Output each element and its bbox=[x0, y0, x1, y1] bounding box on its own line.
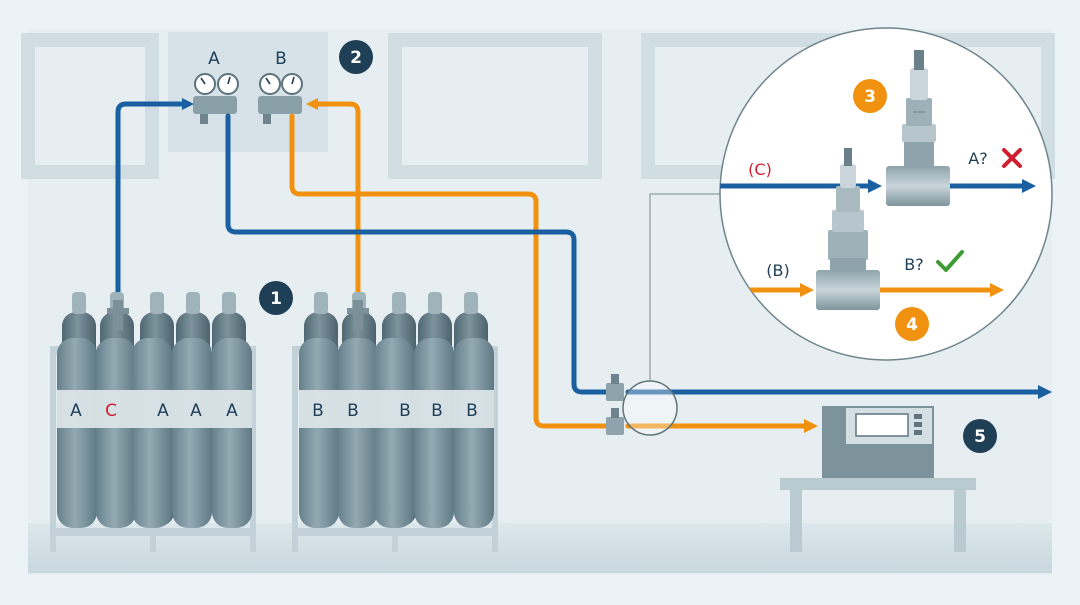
arrow-icon bbox=[306, 98, 318, 110]
svg-text:2: 2 bbox=[350, 48, 362, 68]
badge-3: 3 bbox=[853, 79, 887, 113]
blue-supply-pipe bbox=[115, 101, 189, 303]
valve-icon bbox=[107, 300, 129, 330]
regulator-b-label: B bbox=[275, 49, 287, 69]
callout-line bbox=[649, 193, 722, 381]
cylinder-label: B bbox=[312, 401, 324, 421]
cylinder-label: A bbox=[190, 401, 202, 421]
cylinder-rack-b: B B B B B bbox=[292, 292, 498, 552]
arrow-icon bbox=[804, 419, 818, 433]
cross-icon bbox=[1002, 148, 1022, 168]
analyzer-station bbox=[780, 406, 976, 552]
pipes bbox=[115, 98, 1052, 433]
badge-2: 2 bbox=[339, 40, 373, 74]
result-a-label: A? bbox=[968, 149, 987, 168]
blue-process-pipe bbox=[225, 113, 615, 395]
cylinder-label: A bbox=[157, 401, 169, 421]
regulator-a bbox=[193, 73, 239, 124]
badge-4: 4 bbox=[895, 307, 929, 341]
detail-view: (C) (B) A? B? bbox=[719, 27, 1053, 361]
cylinder-label: B bbox=[431, 401, 443, 421]
cylinder-label-c: C bbox=[105, 401, 117, 421]
inline-sensors bbox=[606, 193, 722, 436]
flow-sensor-mid bbox=[828, 148, 868, 260]
arrow-icon bbox=[1038, 385, 1052, 399]
valve-icon bbox=[347, 300, 369, 330]
cylinder-label: A bbox=[70, 401, 82, 421]
check-icon bbox=[936, 250, 964, 272]
cylinder-rack-a: A C A A A bbox=[50, 292, 256, 552]
orange-process-pipe bbox=[289, 113, 615, 429]
regulator-panel: A B bbox=[168, 32, 328, 152]
magnifier-ring bbox=[622, 380, 678, 436]
svg-text:3: 3 bbox=[864, 87, 876, 107]
label-band bbox=[57, 390, 252, 428]
flow-sensor-b bbox=[816, 258, 880, 310]
arrow-icon bbox=[182, 98, 194, 110]
cylinder-label: B bbox=[399, 401, 411, 421]
table-top bbox=[780, 478, 976, 490]
cylinder-label: A bbox=[226, 401, 238, 421]
regulator-a-label: A bbox=[208, 49, 220, 69]
line-b-label: (B) bbox=[766, 261, 789, 280]
svg-text:1: 1 bbox=[270, 289, 282, 309]
badge-1: 1 bbox=[259, 281, 293, 315]
flow-sensor-a bbox=[886, 50, 950, 206]
cylinder-label: B bbox=[466, 401, 478, 421]
cylinder-label: B bbox=[347, 401, 359, 421]
badge-5: 5 bbox=[963, 419, 997, 453]
result-b-label: B? bbox=[904, 255, 923, 274]
label-band bbox=[299, 390, 494, 428]
analyzer-display bbox=[855, 413, 909, 437]
svg-text:5: 5 bbox=[974, 427, 986, 447]
orange-supply-pipe bbox=[313, 101, 361, 303]
svg-text:4: 4 bbox=[906, 315, 918, 335]
line-c-label: (C) bbox=[748, 160, 772, 179]
regulator-b bbox=[258, 73, 303, 124]
